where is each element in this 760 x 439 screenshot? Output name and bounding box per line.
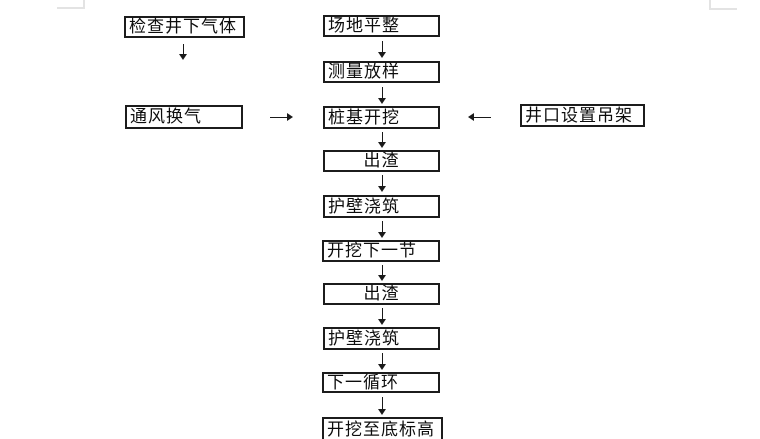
arrow-down-icon: [378, 221, 387, 238]
node-ventilation: 通风换气: [125, 105, 243, 129]
arrow-down-icon: [378, 308, 387, 325]
node-slag-removal-1: 出渣: [323, 150, 440, 172]
arrow-down-icon: [179, 44, 188, 60]
arrow-right-icon: [270, 113, 293, 122]
page-edge-right-vertical: [709, 0, 711, 9]
arrow-down-icon: [378, 353, 387, 370]
node-wellhead-hanger: 井口设置吊架: [520, 104, 645, 127]
arrow-left-icon: [468, 113, 491, 122]
node-check-underground-gas: 检查井下气体: [124, 16, 245, 38]
arrow-down-icon: [378, 132, 387, 148]
arrow-down-icon: [378, 41, 387, 58]
arrow-down-icon: [378, 397, 387, 415]
page-edge-right-horizontal: [709, 8, 737, 10]
page-edge-left-horizontal: [57, 7, 85, 9]
arrow-down-icon: [378, 87, 387, 104]
node-survey-layout: 测量放样: [323, 61, 440, 83]
node-wall-pouring-2: 护壁浇筑: [323, 327, 440, 350]
node-pile-excavation: 桩基开挖: [323, 106, 440, 129]
page-edge-left-vertical: [83, 0, 85, 9]
node-excavate-to-bottom: 开挖至底标高: [322, 417, 443, 439]
node-slag-removal-2: 出渣: [323, 283, 440, 305]
node-wall-pouring-1: 护壁浇筑: [323, 195, 440, 218]
arrow-down-icon: [378, 265, 387, 281]
node-site-leveling: 场地平整: [323, 15, 440, 37]
arrow-down-icon: [378, 175, 387, 192]
node-next-cycle: 下一循环: [322, 372, 440, 393]
node-excavate-next-section: 开挖下一节: [322, 240, 440, 262]
